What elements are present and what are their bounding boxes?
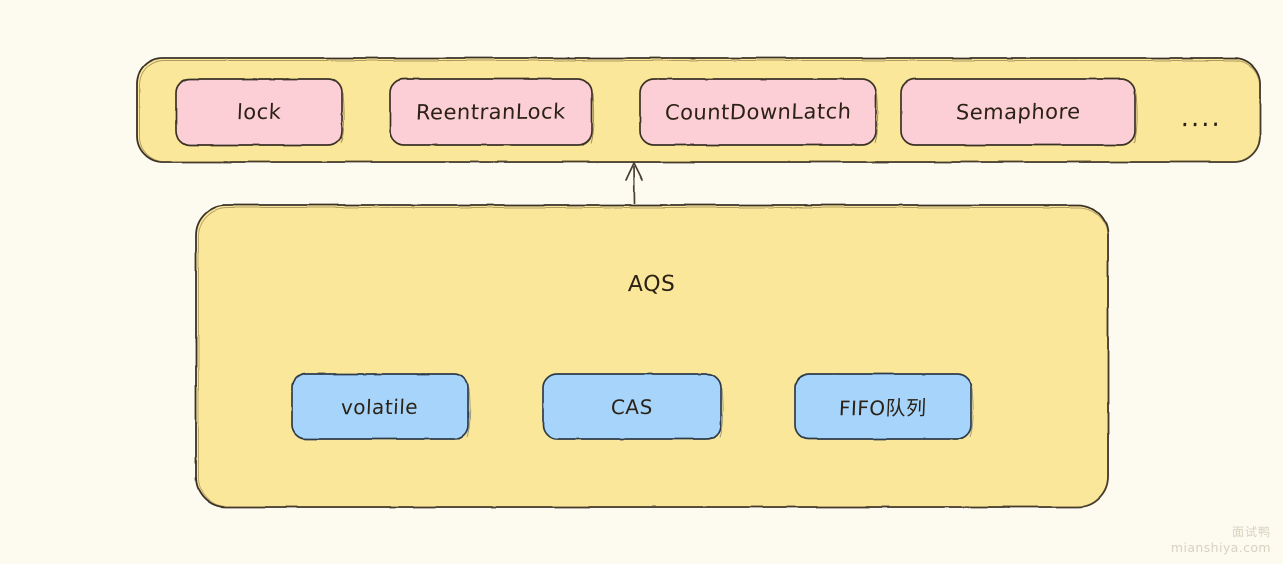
api-box-reentranlock-shape[interactable] bbox=[389, 78, 595, 146]
primitive-box-fifo-queue[interactable]: FIFO队列 bbox=[795, 374, 971, 439]
primitive-box-fifo-queue-shape[interactable] bbox=[794, 373, 974, 440]
watermark-en-label: mianshiya.com bbox=[1170, 540, 1271, 556]
primitive-box-volatile[interactable]: volatile bbox=[292, 374, 468, 439]
api-box-lock-label: lock bbox=[236, 99, 282, 125]
ellipsis-more-indicator: .... bbox=[1172, 98, 1232, 138]
api-box-semaphore-label: Semaphore bbox=[955, 99, 1081, 125]
primitive-box-cas-label: CAS bbox=[610, 394, 654, 419]
api-box-reentranlock-label: ReentranLock bbox=[415, 99, 567, 125]
watermark: 面试鸭 mianshiya.com bbox=[1171, 525, 1271, 556]
api-box-countdownlatch[interactable]: CountDownLatch bbox=[640, 79, 876, 145]
ellipsis-label: .... bbox=[1180, 102, 1224, 134]
aqs-group-shape bbox=[195, 204, 1109, 508]
primitive-box-volatile-shape[interactable] bbox=[291, 373, 471, 440]
api-box-semaphore[interactable]: Semaphore bbox=[901, 79, 1135, 145]
primitive-box-cas[interactable]: CAS bbox=[543, 374, 721, 439]
api-box-reentranlock[interactable]: ReentranLock bbox=[390, 79, 592, 145]
inheritance-arrow-shape bbox=[625, 162, 644, 205]
primitive-box-cas-shape[interactable] bbox=[542, 373, 724, 440]
api-box-lock-shape[interactable] bbox=[175, 78, 345, 146]
primitive-box-fifo-queue-label: FIFO队列 bbox=[838, 395, 928, 421]
aqs-group-title-label: AQS bbox=[627, 271, 677, 297]
api-box-semaphore-shape[interactable] bbox=[900, 78, 1138, 146]
api-box-lock[interactable]: lock bbox=[176, 79, 342, 145]
primitive-box-volatile-label: volatile bbox=[340, 394, 420, 419]
watermark-cn-label: 面试鸭 bbox=[1231, 525, 1271, 540]
api-box-countdownlatch-label: CountDownLatch bbox=[664, 99, 852, 125]
aqs-group-title: AQS bbox=[196, 262, 1108, 306]
api-box-countdownlatch-shape[interactable] bbox=[639, 78, 879, 146]
